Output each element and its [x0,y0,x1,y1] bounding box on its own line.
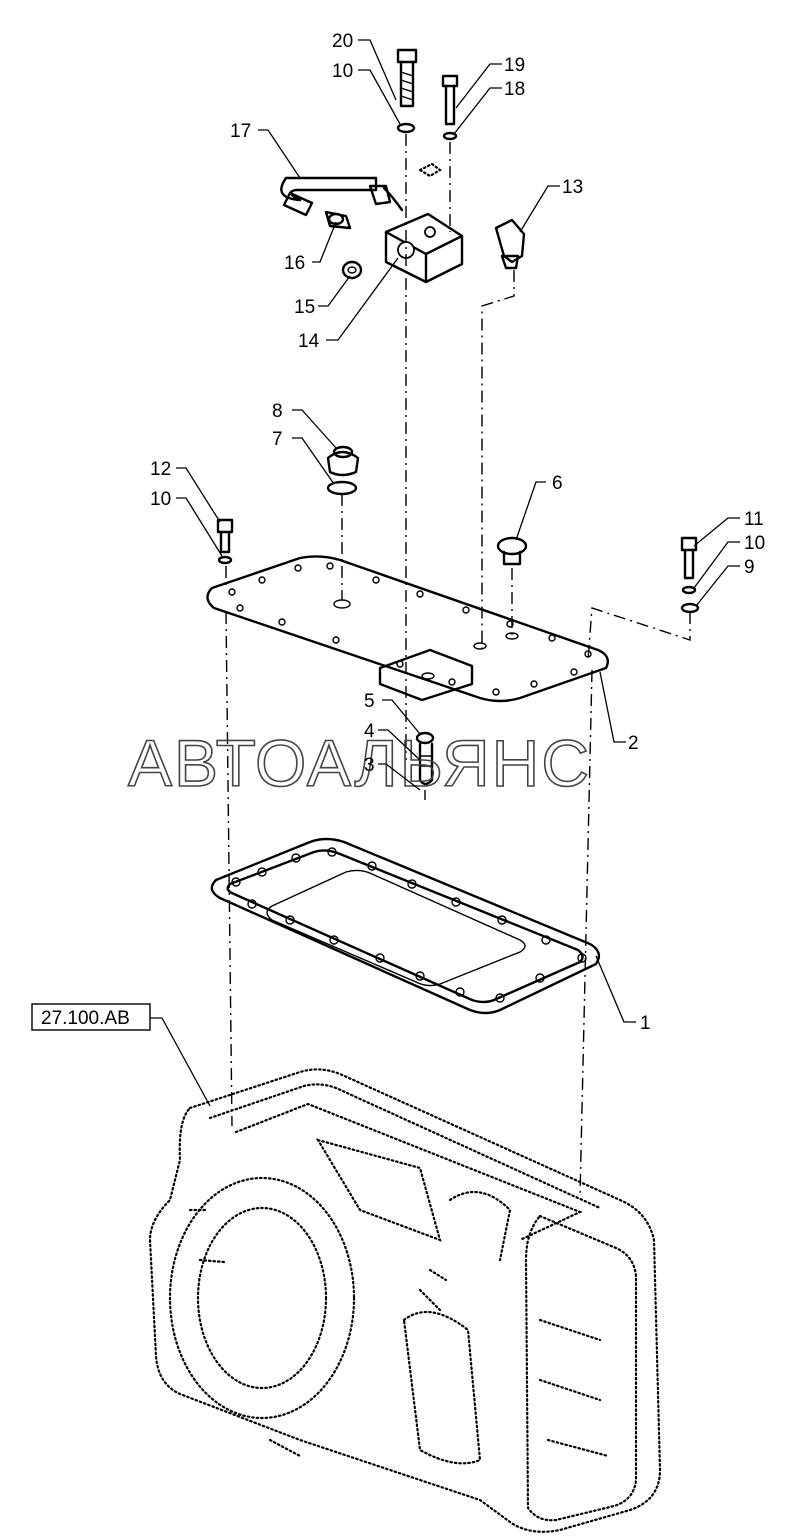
bolt-20 [396,48,418,108]
washer-7 [326,480,358,496]
callout-10-top: 10 [332,61,353,82]
callout-4: 4 [364,721,375,742]
fitting-16 [324,210,352,230]
callout-10-left: 10 [150,489,171,510]
parts-3-4-5 [415,731,435,786]
callout-5: 5 [364,691,375,712]
callout-16: 16 [284,253,305,274]
reference-label: 27.100.AB [41,1008,130,1029]
gasket-1 [210,837,601,1015]
callout-8: 8 [272,401,283,422]
washer-10-top [396,122,416,134]
bolt-19 [441,74,459,126]
callout-13: 13 [562,177,583,198]
callout-14: 14 [298,331,320,352]
elbow-13 [494,218,526,270]
callout-3: 3 [364,755,375,776]
small-nut [417,162,442,178]
plug-15 [341,260,363,280]
callout-6: 6 [552,473,563,494]
transmission-housing [148,1068,662,1533]
bolt-11 [680,536,700,614]
callout-12: 12 [150,459,171,480]
plug-6 [496,536,528,566]
pipe-17 [280,176,404,217]
callout-17: 17 [230,121,251,142]
watermark-text: АВТОАЛЬЯНС [128,726,591,800]
leader-lines [176,39,740,1023]
callout-19: 19 [504,55,525,76]
reference-box: 27.100.AB [31,1003,211,1107]
assembly-lines [225,134,691,1197]
callout-18: 18 [504,79,525,100]
callout-20: 20 [332,31,353,52]
nut-8 [326,445,360,477]
callout-1: 1 [640,1013,651,1034]
bolt-12 [216,518,234,565]
callout-labels: 20 10 19 18 17 13 16 15 14 8 7 12 10 6 1… [150,31,765,1034]
callout-9: 9 [744,557,755,578]
washer-18 [442,131,458,141]
callout-7: 7 [272,429,283,450]
callout-11: 11 [744,509,764,530]
valve-block-14 [384,212,464,284]
callout-10-right: 10 [744,533,765,554]
callout-2: 2 [628,733,639,754]
callout-15: 15 [294,297,315,318]
cover-plate-2 [206,555,609,703]
